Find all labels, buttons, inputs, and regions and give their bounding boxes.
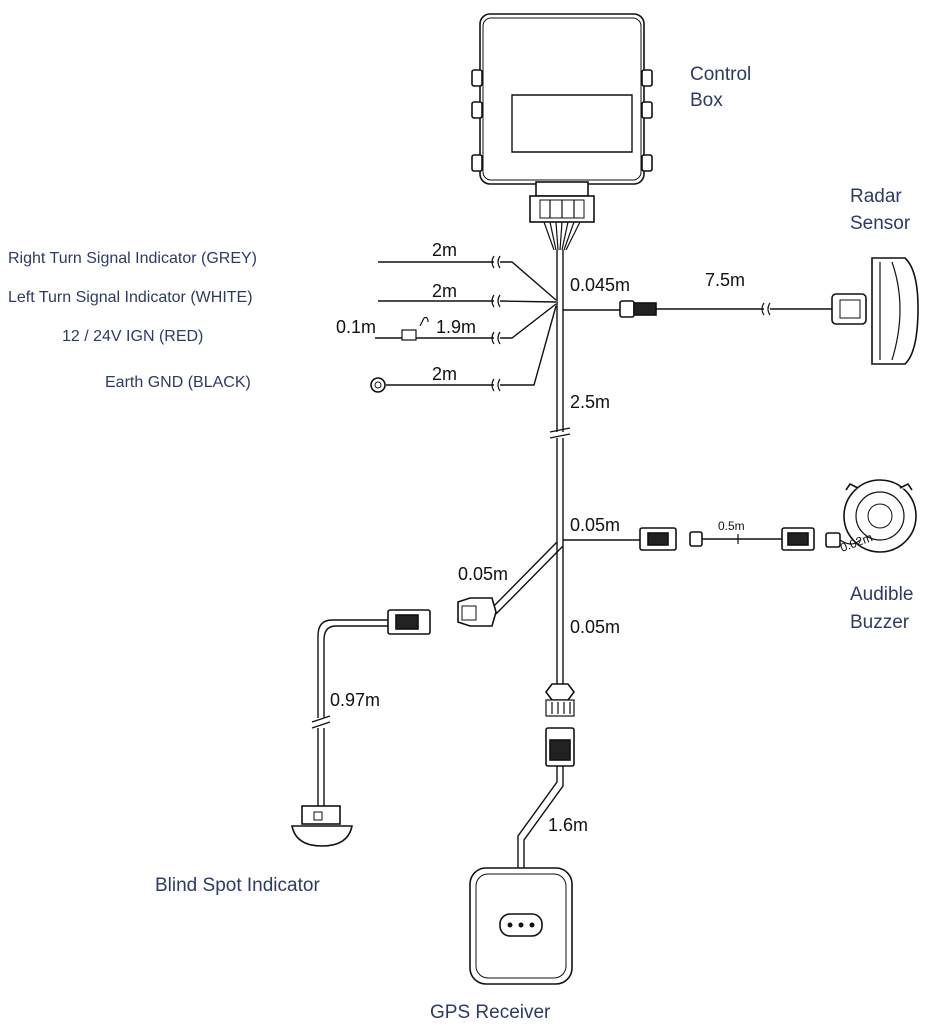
buzzer-branch bbox=[563, 479, 917, 553]
control-box bbox=[471, 13, 653, 251]
earth-length: 2m bbox=[432, 364, 457, 384]
trunk-length: 2.5m bbox=[570, 392, 610, 412]
left-turn-length: 2m bbox=[432, 281, 457, 301]
gps-branch bbox=[469, 542, 575, 985]
ign-label: 12 / 24V IGN (RED) bbox=[62, 328, 203, 345]
buzzer-label-1: Audible bbox=[850, 584, 913, 605]
gps-stub-length: 0.05m bbox=[570, 617, 620, 637]
buzzer-label-2: Buzzer bbox=[850, 612, 910, 633]
bsi-length: 0.97m bbox=[330, 690, 380, 710]
radar-label-2: Sensor bbox=[850, 213, 911, 234]
right-turn-length: 2m bbox=[432, 240, 457, 260]
left-turn-label: Left Turn Signal Indicator (WHITE) bbox=[8, 289, 253, 306]
ign-fuse-length: 0.1m bbox=[336, 317, 376, 337]
radar-stub-length: 0.045m bbox=[570, 275, 630, 295]
right-turn-label: Right Turn Signal Indicator (GREY) bbox=[8, 250, 257, 267]
buzzer-ext-length: 0.5m bbox=[718, 519, 745, 533]
main-trunk bbox=[549, 250, 571, 542]
control-box-label-1: Control bbox=[690, 64, 751, 85]
gps-length: 1.6m bbox=[548, 815, 588, 835]
bsi-label: Blind Spot Indicator bbox=[155, 875, 320, 896]
bsi-branch bbox=[291, 541, 564, 847]
control-box-label-2: Box bbox=[690, 90, 723, 111]
ign-length: 1.9m bbox=[436, 317, 476, 337]
gps-label: GPS Receiver bbox=[430, 1002, 551, 1023]
earth-label: Earth GND (BLACK) bbox=[105, 374, 251, 391]
radar-label-1: Radar bbox=[850, 186, 902, 207]
buzzer-stub-length: 0.05m bbox=[570, 515, 620, 535]
radar-branch bbox=[563, 257, 919, 365]
radar-length: 7.5m bbox=[705, 270, 745, 290]
bsi-stub-length: 0.05m bbox=[458, 564, 508, 584]
left-wires bbox=[370, 255, 557, 393]
